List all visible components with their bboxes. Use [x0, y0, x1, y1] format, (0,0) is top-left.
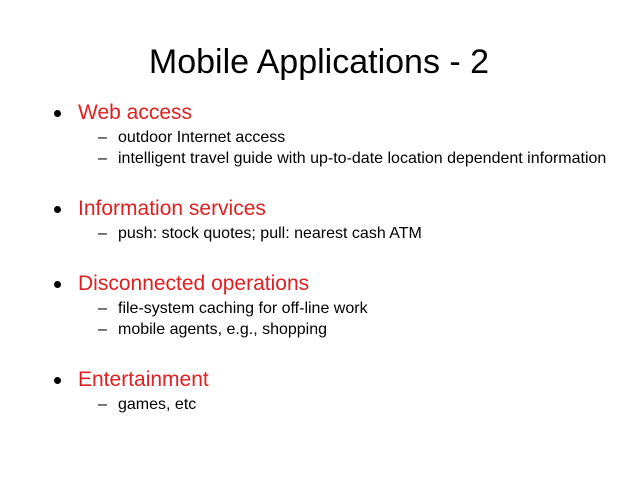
list-item: – file-system caching for off-line work	[98, 300, 368, 317]
dash-icon: –	[98, 129, 107, 146]
dash-icon: –	[98, 321, 107, 338]
list-item: – intelligent travel guide with up-to-da…	[98, 150, 607, 167]
section-disconnected-operations: Disconnected operations – file-system ca…	[30, 271, 620, 339]
list-item: – games, etc	[98, 396, 197, 413]
slide-title: Mobile Applications - 2	[148, 43, 490, 81]
bullet-list: Web access – outdoor Internet access – i…	[30, 100, 620, 416]
section-heading: Web access	[78, 101, 192, 124]
list-item: – mobile agents, e.g., shopping	[98, 321, 328, 338]
bullet-icon	[54, 206, 61, 213]
dash-icon: –	[98, 300, 107, 317]
section-information-services: Information services – push: stock quote…	[30, 196, 620, 243]
section-heading: Information services	[78, 197, 266, 220]
section-entertainment: Entertainment – games, etc	[30, 367, 620, 414]
section-web-access: Web access – outdoor Internet access – i…	[30, 100, 620, 168]
section-heading: Disconnected operations	[78, 272, 310, 295]
dash-icon: –	[98, 225, 107, 242]
list-item: – push: stock quotes; pull: nearest cash…	[98, 225, 422, 242]
bullet-icon	[54, 110, 61, 117]
bullet-icon	[54, 281, 61, 288]
dash-icon: –	[98, 150, 107, 167]
dash-icon: –	[98, 396, 107, 413]
section-heading: Entertainment	[78, 368, 209, 391]
list-item: – outdoor Internet access	[98, 129, 286, 146]
bullet-icon	[54, 377, 61, 384]
